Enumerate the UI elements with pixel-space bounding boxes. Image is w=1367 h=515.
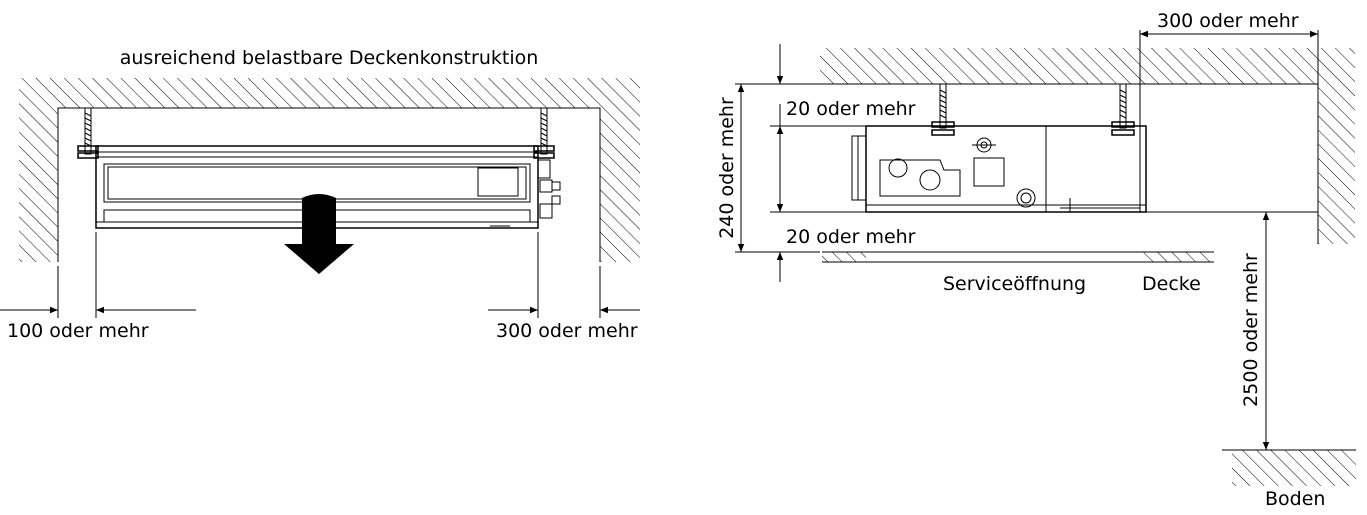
- side-view: 300 oder mehr 240 oder mehr 20 oder mehr…: [716, 10, 1356, 510]
- ceiling-slab-hatch: [820, 48, 1355, 244]
- floor-hatch: [1232, 450, 1356, 486]
- ceiling-left-hatch: [822, 252, 866, 262]
- total-height-label: 240 oder mehr: [716, 97, 738, 239]
- ceiling-structure-label: ausreichend belastbare Deckenkonstruktio…: [120, 47, 539, 69]
- ceiling-label: Decke: [1142, 273, 1201, 295]
- indoor-unit-front: [95, 145, 561, 229]
- floor-height-label: 2500 oder mehr: [1240, 253, 1262, 407]
- ceiling-structure-hatch: [19, 78, 640, 262]
- front-view: ausreichend belastbare Deckenkonstruktio…: [0, 47, 640, 342]
- air-flow-arrow-icon: [284, 194, 354, 274]
- left-clearance-label: 100 oder mehr: [7, 320, 149, 342]
- hanging-rods: [77, 107, 555, 159]
- indoor-unit-side: [851, 125, 1147, 213]
- top-clearance-label: 300 oder mehr: [1157, 10, 1299, 32]
- floor-label: Boden: [1265, 488, 1325, 510]
- service-opening-label: Serviceöffnung: [943, 273, 1086, 295]
- ceiling-right-hatch: [1140, 252, 1214, 262]
- above-clearance-label: 20 oder mehr: [786, 98, 916, 120]
- side-hanging-rods: [931, 83, 1135, 136]
- right-clearance-label: 300 oder mehr: [496, 320, 638, 342]
- below-clearance-label: 20 oder mehr: [786, 226, 916, 248]
